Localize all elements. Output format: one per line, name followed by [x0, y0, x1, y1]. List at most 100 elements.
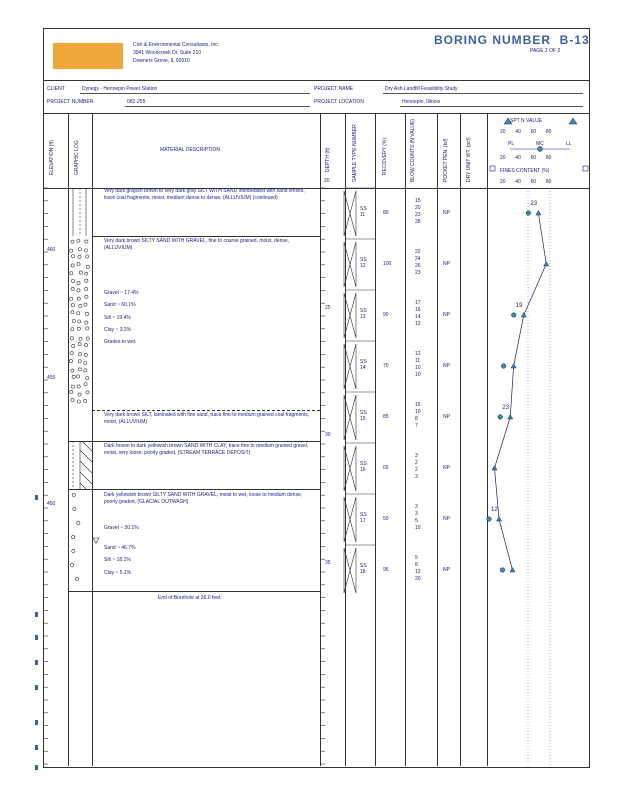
- company-address-2: Downers Grove, IL 60510: [133, 58, 190, 64]
- sample-number: 11: [360, 212, 366, 218]
- gravel-symbol: [71, 278, 75, 283]
- gravel-symbol: [84, 271, 89, 276]
- spt-n-value-point: [507, 413, 514, 420]
- pocket-pen-value: NP: [443, 516, 450, 522]
- gravel-symbol: [84, 278, 89, 283]
- gravel-symbol: [85, 265, 90, 269]
- gravel-symbol: [83, 382, 88, 387]
- spt-n-value-point: [491, 464, 498, 471]
- moisture-content-point: [497, 414, 503, 420]
- sample-type: SS: [360, 359, 367, 365]
- moisture-content-point: [525, 210, 531, 216]
- gravel-symbol: [84, 343, 88, 347]
- col-line-4: [345, 113, 346, 766]
- gravel-symbol: [76, 521, 81, 525]
- gradation-clay-2: Clay ~ 5.1%: [104, 570, 132, 576]
- depth-30: 30: [325, 432, 331, 438]
- blow-count: 8: [415, 562, 418, 568]
- pl-scale: 20 40 60 80: [500, 155, 551, 161]
- gravel-symbol: [84, 239, 89, 244]
- gravel-symbol: [69, 296, 74, 301]
- gravel-symbol: [78, 337, 83, 341]
- spt-n-value-point: [520, 311, 527, 318]
- project-location-underline: [400, 106, 583, 107]
- chart-value-label: 23: [530, 201, 537, 207]
- gravel-symbol: [72, 507, 77, 511]
- scale-60: 60: [530, 179, 537, 185]
- blow-count: 16: [415, 307, 421, 313]
- pocket-pen-value: NP: [443, 567, 450, 573]
- gravel-symbol: [70, 368, 75, 373]
- page-indicator: PAGE 2 OF 2: [530, 48, 560, 54]
- recovery-value: 70: [383, 363, 389, 369]
- elevation-450: 450: [47, 501, 56, 507]
- elevation-455: 455: [47, 375, 56, 381]
- gravel-symbol: [71, 549, 76, 553]
- gravel-symbol: [70, 310, 75, 315]
- sample-number: 13: [360, 314, 366, 320]
- gravel-symbol: [84, 287, 88, 291]
- col-line-9: [487, 113, 488, 766]
- blow-count: 12: [415, 321, 421, 327]
- gravel-symbol: [85, 254, 89, 259]
- fines-scale: 20 40 60 80: [500, 179, 551, 185]
- gravel-symbol: [71, 384, 75, 389]
- gravel-symbol: [84, 320, 89, 325]
- split-spoon-sample-icon: [343, 343, 357, 390]
- desc-alluvium-silty-sand: Very dark brown SILTY SAND WITH GRAVEL, …: [104, 238, 290, 251]
- scale-40: 40: [515, 155, 521, 161]
- scale-80: 80: [545, 155, 552, 161]
- gravel-symbol: [71, 319, 76, 323]
- header-rule: [43, 80, 589, 81]
- company-name: Civil & Environmental Consultants, Inc.: [133, 42, 220, 48]
- gradation-silt-2: Silt ~ 18.1%: [104, 557, 131, 563]
- blow-count: 2: [415, 467, 418, 473]
- pocket-pen-value: NP: [443, 414, 450, 420]
- spt-n-value-point: [543, 260, 550, 267]
- graphic-log: [72, 188, 93, 490]
- mc-label: MC: [536, 141, 544, 147]
- sample-number: 17: [360, 518, 366, 524]
- sample-number: 16: [360, 467, 366, 473]
- stratum-line-3: [68, 441, 320, 442]
- pocket-pen-value: NP: [443, 210, 450, 216]
- scale-80: 80: [545, 129, 552, 135]
- scale-20: 20: [500, 129, 506, 135]
- gravel-symbol: [76, 296, 81, 301]
- blow-count: 14: [415, 314, 421, 320]
- moisture-content-point: [501, 363, 507, 369]
- blow-count: 17: [415, 300, 421, 306]
- gravel-symbol: [69, 271, 74, 276]
- scale-80: 80: [545, 179, 552, 185]
- gravel-symbol: [85, 376, 90, 380]
- spt-n-value-point: [535, 209, 542, 216]
- desc-alluvium-silt: Very dark grayish brown to very dark gra…: [104, 188, 305, 201]
- gravel-symbol: [75, 577, 79, 581]
- gravel-symbol: [76, 311, 81, 316]
- stratum-line-4: [68, 489, 320, 490]
- gravel-symbol: [85, 326, 90, 331]
- page-total: 2: [557, 48, 561, 54]
- sample-type: SS: [360, 512, 367, 518]
- stratum-line-2: [92, 410, 320, 411]
- scale-40: 40: [515, 179, 521, 185]
- sample-number: 18: [360, 569, 366, 575]
- gravel-symbol: [77, 342, 82, 346]
- moisture-content-point: [511, 312, 517, 318]
- ll-label: LL: [566, 141, 572, 147]
- fines-label: FINES CONTENT (%): [500, 168, 550, 174]
- sample-number: 15: [360, 416, 366, 422]
- spt-n-value-point: [509, 566, 516, 573]
- pocket-pen-value: NP: [443, 261, 450, 267]
- sample-type: SS: [360, 257, 367, 263]
- desc-glacial-outwash: Dark yellowish brown SILTY SAND WITH GRA…: [104, 492, 303, 505]
- blow-count: 3: [415, 504, 418, 510]
- scale-20: 20: [500, 179, 506, 185]
- margin-mark: [35, 612, 38, 617]
- split-spoon-sample-icon: [343, 445, 357, 492]
- spt-n-value-line: [494, 212, 547, 571]
- blow-count: 12: [415, 569, 421, 575]
- sample-type: SS: [360, 461, 367, 467]
- spt-n-value-point: [496, 515, 502, 522]
